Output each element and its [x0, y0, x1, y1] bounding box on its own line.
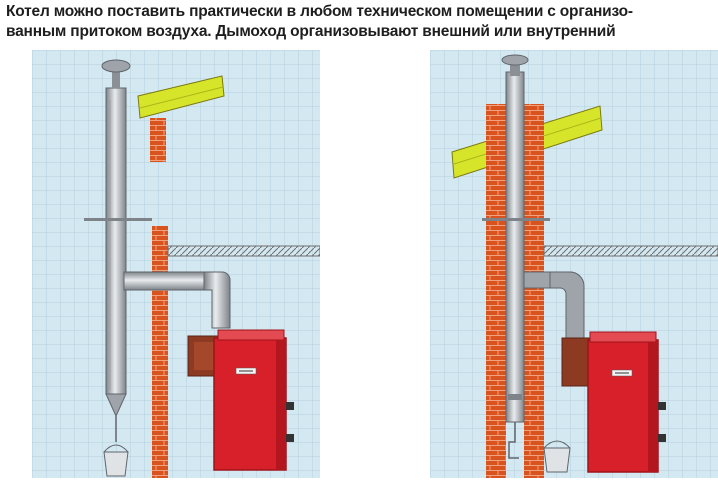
condensate-bucket: [543, 447, 571, 473]
floor-slab: [167, 245, 320, 257]
chimney-cap: [501, 54, 529, 66]
caption-line-1: Котел можно поставить практически в любо…: [6, 3, 633, 20]
chimney-cap: [101, 59, 131, 73]
caption: Котел можно поставить практически в любо…: [6, 2, 712, 42]
wall-clamp: [84, 218, 152, 221]
external-chimney-panel: [32, 50, 320, 478]
floor-slab: [543, 245, 718, 257]
condensate-drain: [508, 422, 519, 459]
condensate-drain: [105, 393, 127, 418]
chimney-pipe: [105, 87, 127, 395]
brick-stack-left: [486, 104, 506, 478]
wall-clamp: [482, 218, 550, 221]
external-chimney-diagram: [32, 50, 320, 478]
caption-line-2: ванным притоком воздуха. Дымоход организ…: [6, 23, 616, 40]
internal-chimney-panel: [430, 50, 718, 478]
chimney-liner-pipe: [505, 71, 525, 423]
connector-elbow: [549, 271, 585, 341]
boiler: [213, 329, 294, 471]
flue-adapter: [561, 337, 591, 387]
roof: [137, 75, 225, 119]
boiler: [587, 331, 666, 473]
condensate-bucket: [103, 451, 129, 477]
brick-wall: [152, 226, 168, 478]
brick-wall-upper: [150, 118, 166, 162]
brick-stack-right: [524, 104, 544, 478]
internal-chimney-diagram: [430, 50, 718, 478]
